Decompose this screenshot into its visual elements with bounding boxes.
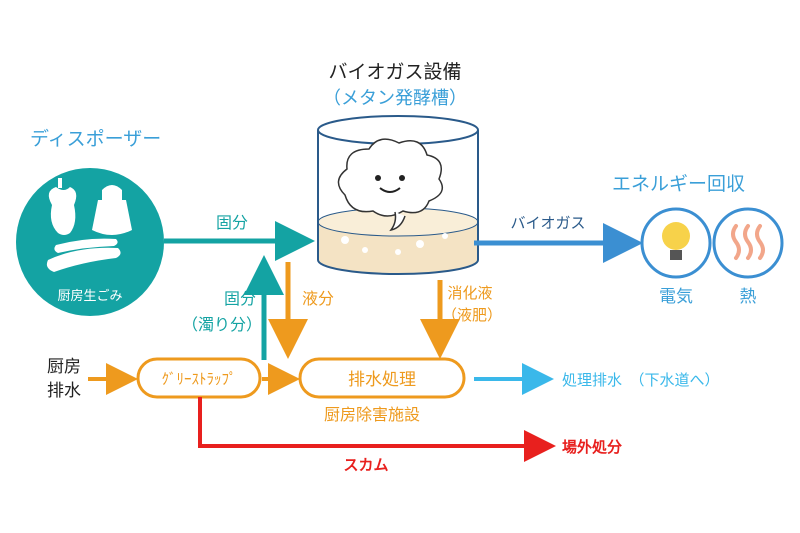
title-line2: （メタン発酵槽） — [323, 88, 467, 109]
digestate-label-2: （液肥） — [442, 306, 502, 324]
turbid-solids-label-1: 固分 — [224, 289, 256, 308]
title-line1: バイオガス設備 — [328, 61, 461, 83]
offsite-label: 場外処分 — [562, 438, 622, 456]
solids-label: 固分 — [216, 213, 248, 232]
grease-trap-label: ｸﾞﾘｰｽﾄﾗｯﾌﾟ — [161, 370, 236, 388]
heat-label: 熱 — [740, 287, 757, 307]
turbid-solids-label-2: （濁り分） — [182, 315, 262, 334]
disposer-circle-label: 厨房生ごみ — [57, 288, 122, 304]
kitchen-wastewater-label-1: 厨房 — [47, 357, 81, 377]
food-waste-icon — [46, 178, 132, 272]
kitchen-wastewater-label-2: 排水 — [47, 381, 81, 401]
disposer-label: ディスポーザー — [30, 128, 161, 150]
biogas-cloud-icon — [337, 138, 444, 232]
treated-water-label: 処理排水 （下水道へ） — [562, 371, 720, 389]
electricity-label: 電気 — [659, 287, 693, 307]
biogas-label: バイオガス — [510, 214, 585, 232]
scum-label: スカム — [343, 456, 388, 474]
wastewater-treatment-label: 排水処理 — [348, 370, 416, 390]
digestate-label-1: 消化液 — [447, 284, 492, 302]
wastewater-treatment-box — [298, 357, 466, 399]
energy-label: エネルギー回収 — [612, 173, 745, 195]
heat-icon — [731, 224, 765, 260]
scum-arrow — [198, 397, 556, 462]
facility-label: 厨房除害施設 — [324, 405, 420, 424]
liquid-label: 液分 — [302, 289, 334, 308]
lightbulb-icon — [662, 222, 690, 260]
